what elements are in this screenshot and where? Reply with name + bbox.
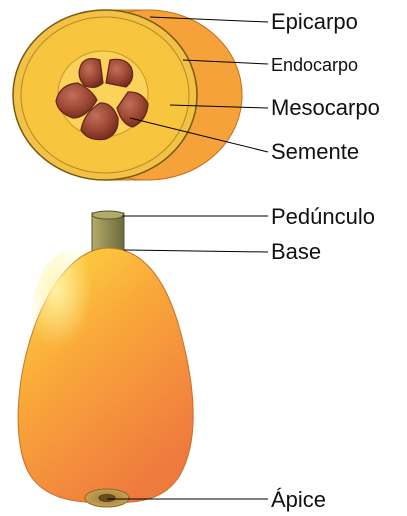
leader-base [124, 250, 268, 252]
fruit-highlight [32, 250, 112, 380]
whole-fruit [18, 211, 193, 507]
label-endocarp: Endocarpo [271, 55, 358, 75]
label-peduncle: Pedúnculo [271, 204, 375, 229]
seed [106, 59, 133, 87]
label-apex: Ápice [271, 487, 326, 512]
fruit-cross-section [13, 10, 242, 180]
label-base: Base [271, 239, 321, 264]
label-seed: Semente [271, 139, 359, 164]
peduncle-top [92, 211, 124, 219]
apex-center [99, 495, 115, 502]
seed [79, 59, 103, 88]
labels: Epicarpo Endocarpo Mesocarpo Semente Ped… [271, 9, 380, 512]
label-epicarp: Epicarpo [271, 9, 358, 34]
label-mesocarp: Mesocarpo [271, 95, 380, 120]
